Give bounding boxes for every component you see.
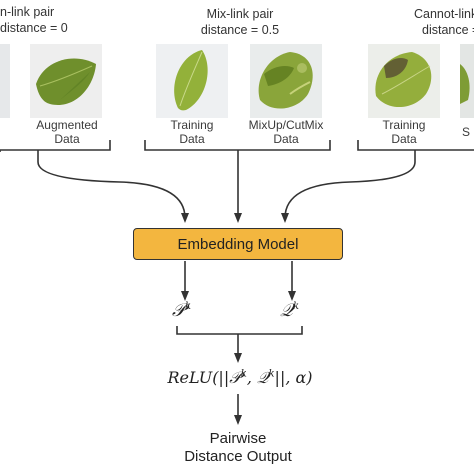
- label-mixup-data: MixUp/CutMix Data: [240, 118, 332, 146]
- label-line1: Training: [170, 118, 214, 132]
- leaf-image-training-2: [368, 44, 440, 118]
- p-symbol: 𝒫: [172, 300, 185, 321]
- label-partial-right: S: [462, 118, 474, 139]
- relu-q-superscript: k: [268, 368, 275, 380]
- embedding-model-box: Embedding Model: [133, 228, 343, 260]
- label-line2: Data: [179, 132, 205, 146]
- label-line2: Data: [273, 132, 299, 146]
- p-superscript: k: [184, 301, 192, 312]
- group-title-cannot-link: Cannot-link distance =: [406, 6, 474, 38]
- leaf-image-mixup: [250, 44, 322, 118]
- group-title-line2: distance =: [422, 23, 474, 37]
- pairwise-distance-output: Pairwise Distance Output: [158, 430, 318, 466]
- output-line2: Distance Output: [184, 448, 292, 465]
- leaf-image-partial-left: [0, 44, 10, 118]
- label-line1: MixUp/CutMix: [248, 118, 324, 132]
- label-line1: Augmented: [36, 118, 98, 132]
- group-title-line2: distance = 0.5: [200, 23, 280, 37]
- relu-expression: ReLU(||𝒫k, 𝒬k||, α): [160, 368, 320, 388]
- leaf-image-partial-right: [460, 44, 474, 118]
- curve-left: [37, 161, 189, 223]
- label-line2: Data: [54, 132, 80, 146]
- group-title-mix-link: Mix-link pair distance = 0.5: [180, 6, 300, 38]
- relu-suffix: ||, α): [274, 368, 313, 387]
- q-symbol: 𝒬: [280, 300, 293, 321]
- bracket-right-group: [357, 140, 474, 151]
- relu-prefix: ReLU(||𝒫: [167, 368, 241, 387]
- label-line1: S: [462, 125, 471, 139]
- label-training-data-1: Training Data: [156, 118, 228, 146]
- label-training-data-2: Training Data: [368, 118, 440, 146]
- group-title-line1: n-link pair: [0, 5, 55, 19]
- label-line2: Data: [391, 132, 417, 146]
- curve-right: [281, 161, 416, 223]
- output-line1: Pairwise: [209, 430, 267, 447]
- group-title-line1: Mix-link pair: [206, 7, 274, 21]
- leaf-image-augmented: [30, 44, 102, 118]
- bracket-p-q: [176, 326, 303, 335]
- relu-middle: , 𝒬: [246, 368, 269, 387]
- q-k-symbol: 𝒬k: [280, 300, 299, 321]
- embedding-model-label: Embedding Model: [177, 235, 299, 253]
- label-augmented-data: Augmented Data: [32, 118, 102, 146]
- bracket-left-group: [0, 140, 111, 152]
- relu-p-superscript: k: [240, 368, 247, 380]
- group-title-line1: Cannot-link: [414, 7, 474, 21]
- label-line1: Training: [382, 118, 426, 132]
- leaf-image-training-1: [156, 44, 228, 118]
- p-k-symbol: 𝒫k: [172, 300, 191, 321]
- group-title-must-link: n-link pair distance = 0: [0, 4, 78, 36]
- group-title-line2: distance = 0: [0, 21, 68, 35]
- q-superscript: k: [292, 301, 299, 312]
